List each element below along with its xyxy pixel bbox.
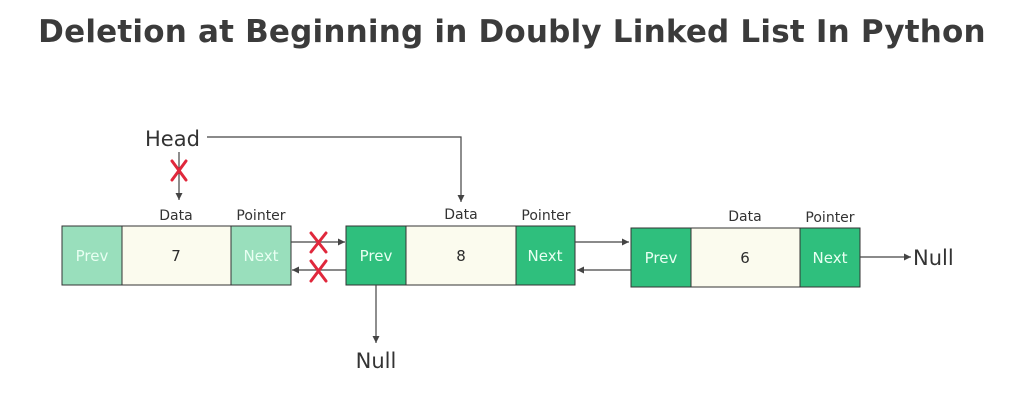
diagram-title: Deletion at Beginning in Doubly Linked L… [38,14,986,50]
head-to-node2-arrow [207,136,465,202]
node2-prev-cell [345,225,407,286]
node3-data-cell [690,227,801,288]
null-label-right: Null [913,246,954,270]
node1-next-text: Next [244,247,279,265]
prev-link-cross-icon [309,259,328,283]
node2-next-cell [515,225,576,286]
node2-next-text: Next [528,247,563,265]
node1-prev-cell [61,225,123,286]
node3-value: 6 [740,249,750,267]
node1-pointer-label: Pointer [236,208,285,224]
node3-next-cell [799,227,861,288]
node-deleted: Data Pointer Prev 7 Next [61,208,292,286]
node1-data-label: Data [159,208,192,224]
node1-prev-text: Prev [76,247,109,265]
node2-prev-text: Prev [360,247,393,265]
node2-pointer-label: Pointer [521,208,570,224]
node2-value: 8 [456,247,466,265]
node3-data-label: Data [728,209,761,225]
node-new-head: Data Pointer Prev 8 Next [345,207,576,286]
old-head-cross-icon [170,159,188,182]
node3-prev-cell [630,227,692,288]
next-link-cross-icon [309,231,328,254]
node2-data-cell [405,225,517,286]
node1-value: 7 [171,247,181,265]
node1-next-cell [230,225,292,286]
node3-pointer-label: Pointer [805,210,854,226]
node3-next-text: Next [813,249,848,267]
node3-prev-text: Prev [645,249,678,267]
node-tail: Data Pointer Prev 6 Next [630,209,861,288]
head-label: Head [145,127,200,151]
null-label-bottom: Null [356,349,397,373]
node2-data-label: Data [444,207,477,223]
